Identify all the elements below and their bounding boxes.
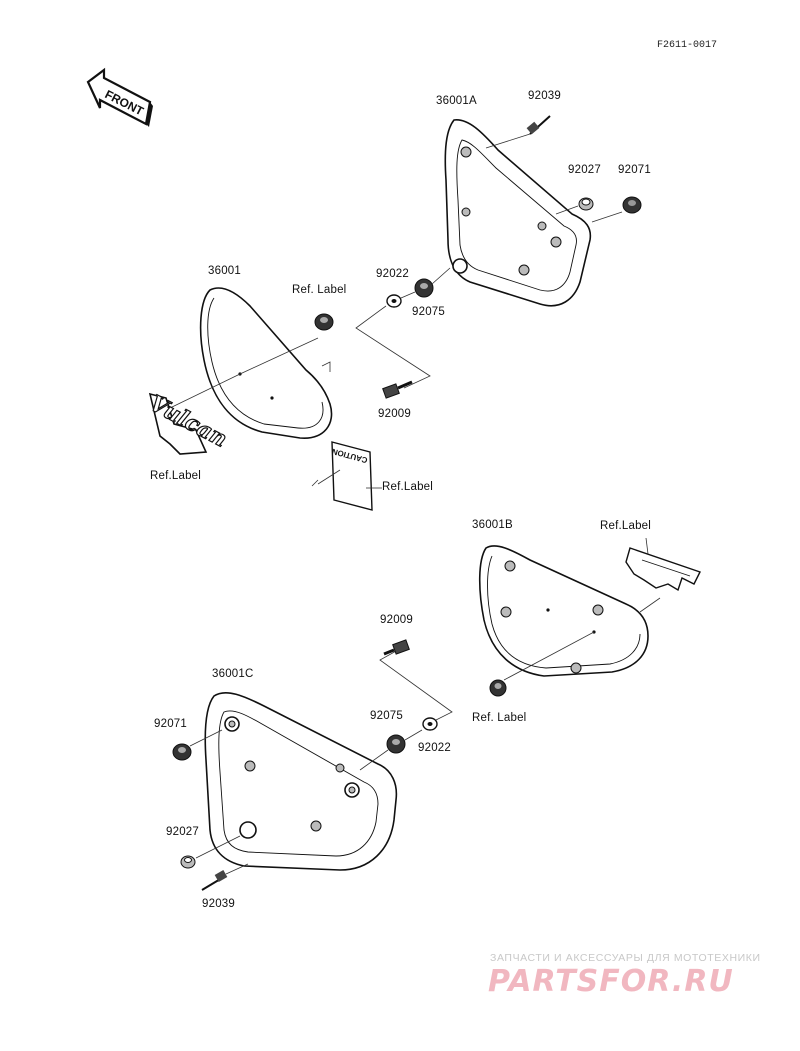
- side-cover-36001a: [444, 119, 592, 307]
- label-ref-decal: Ref.Label: [600, 520, 652, 532]
- washer-92022-bottom: [422, 717, 438, 731]
- label-92009-bottom: 92009: [380, 614, 413, 626]
- label-ref-grommet: Ref. Label: [292, 284, 347, 296]
- damper-92075-top: [414, 278, 434, 298]
- grommet-92071-top: [622, 196, 642, 214]
- bolt-92009-top: [382, 380, 413, 399]
- label-92071-bottom: 92071: [154, 718, 187, 730]
- label-92039-bottom: 92039: [202, 898, 235, 910]
- label-92075-top: 92075: [412, 306, 445, 318]
- side-cover-36001: [199, 287, 333, 439]
- grommet-92027-bottom: [180, 855, 196, 869]
- label-92071-top: 92071: [618, 164, 651, 176]
- washer-92022-top: [386, 294, 402, 308]
- grommet-ref-label-b: [489, 679, 507, 697]
- front-arrow-icon: FRONT: [86, 67, 153, 127]
- label-92027-top: 92027: [568, 164, 601, 176]
- grommet-ref-label: [314, 313, 334, 331]
- label-92075-bottom: 92075: [370, 710, 403, 722]
- label-92022-bottom: 92022: [418, 742, 451, 754]
- screw-92039-bottom: [201, 870, 228, 891]
- label-36001: 36001: [208, 265, 241, 277]
- ref-decal: [625, 547, 701, 592]
- bolt-92009-bottom: [383, 639, 410, 656]
- grommet-92071-bottom: [172, 743, 192, 761]
- caution-sticker: CAUTION: [331, 441, 373, 511]
- label-ref-grommet-b: Ref. Label: [472, 712, 527, 724]
- side-cover-36001b: [478, 545, 649, 677]
- side-cover-36001c: [204, 691, 398, 871]
- label-92039-top: 92039: [528, 90, 561, 102]
- damper-92075-bottom: [386, 734, 406, 754]
- diagram-code: F2611-0017: [657, 40, 718, 51]
- label-92022-top: 92022: [376, 268, 409, 280]
- label-92009-top: 92009: [378, 408, 411, 420]
- label-ref-emblem: Ref.Label: [150, 470, 202, 482]
- label-36001a: 36001A: [436, 95, 477, 107]
- grommet-92027-top: [578, 197, 594, 211]
- label-92027-bottom: 92027: [166, 826, 199, 838]
- watermark-brand: PARTSFOR.RU: [488, 964, 734, 999]
- label-36001b: 36001B: [472, 519, 513, 531]
- watermark-tagline: ЗАПЧАСТИ И АКСЕССУАРЫ ДЛЯ МОТОТЕХНИКИ: [490, 952, 761, 964]
- screw-92039-top: [526, 115, 551, 135]
- label-36001c: 36001C: [212, 668, 254, 680]
- label-ref-sticker: Ref.Label: [382, 481, 434, 493]
